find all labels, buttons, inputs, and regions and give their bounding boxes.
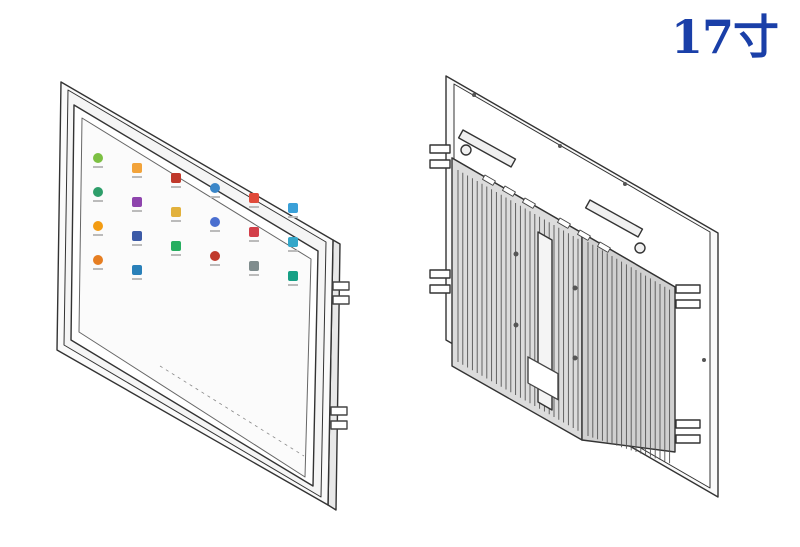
front-screen-taskbar <box>159 365 305 457</box>
front-view-panel <box>56 81 350 511</box>
app-icon <box>171 173 181 188</box>
app-icon <box>132 265 142 280</box>
rear-mount-brackets <box>429 144 701 444</box>
app-icon <box>210 217 220 232</box>
app-icon <box>249 261 259 276</box>
front-screen-app-icons <box>93 153 298 286</box>
rear-handles <box>457 129 646 254</box>
app-icon <box>249 227 259 242</box>
screen-size-label: 17寸 <box>670 10 779 64</box>
app-icon <box>288 271 298 286</box>
io-ports <box>482 174 611 253</box>
app-icon <box>288 203 298 218</box>
front-screen <box>78 117 312 478</box>
rear-screws <box>472 93 706 362</box>
app-icon <box>93 153 103 168</box>
app-icon <box>210 251 220 266</box>
app-icon <box>249 193 259 208</box>
front-side-clips <box>330 281 350 430</box>
rear-label-plate <box>527 356 559 401</box>
app-icon <box>132 231 142 246</box>
app-icon <box>93 221 103 236</box>
heatsink-face-right <box>581 232 676 453</box>
app-icon <box>288 237 298 252</box>
app-icon <box>93 187 103 202</box>
app-icon <box>93 255 103 270</box>
app-icon <box>132 163 142 178</box>
app-icon <box>171 207 181 222</box>
app-icon <box>132 197 142 212</box>
app-icon <box>171 241 181 256</box>
app-icon <box>210 183 220 198</box>
rear-view-panel <box>429 75 719 498</box>
